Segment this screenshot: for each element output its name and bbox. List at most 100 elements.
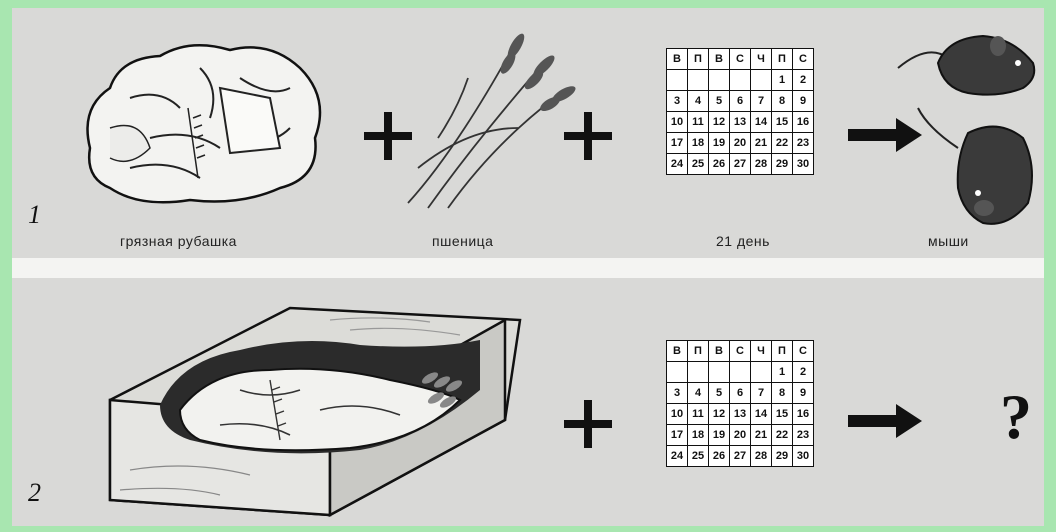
shirt-icon (70, 28, 340, 208)
calendar-weekday: В (709, 49, 730, 70)
calendar-day (751, 362, 772, 383)
calendar-weekday: В (667, 341, 688, 362)
calendar-day: 19 (709, 425, 730, 446)
calendar-day: 10 (667, 404, 688, 425)
calendar-day: 6 (730, 383, 751, 404)
calendar-day: 20 (730, 425, 751, 446)
calendar-day: 14 (751, 404, 772, 425)
calendar-day: 12 (709, 112, 730, 133)
plus-icon (562, 110, 614, 162)
calendar-day: 8 (772, 91, 793, 112)
calendar-day: 22 (772, 133, 793, 154)
calendar-weekday: Ч (751, 341, 772, 362)
calendar-day: 22 (772, 425, 793, 446)
calendar-weekday: П (772, 49, 793, 70)
calendar-weekday: П (688, 341, 709, 362)
calendar-day: 28 (751, 446, 772, 467)
calendar-weekday: Ч (751, 49, 772, 70)
calendar-day: 4 (688, 383, 709, 404)
calendar-day: 11 (688, 112, 709, 133)
calendar-day: 3 (667, 383, 688, 404)
calendar-day (751, 70, 772, 91)
plus-icon (562, 398, 614, 450)
calendar-day (667, 70, 688, 91)
calendar-day: 17 (667, 425, 688, 446)
calendar-day: 16 (793, 112, 814, 133)
calendar-weekday: П (688, 49, 709, 70)
calendar-weekday: С (793, 49, 814, 70)
calendar-day (709, 70, 730, 91)
calendar-day: 7 (751, 91, 772, 112)
caption-mice: мыши (928, 233, 969, 249)
arrow-right-icon (848, 404, 922, 438)
calendar-day (667, 362, 688, 383)
calendar-weekday: В (667, 49, 688, 70)
calendar-day: 1 (772, 70, 793, 91)
calendar-day (709, 362, 730, 383)
row-divider (12, 258, 1044, 278)
row-1-number: 1 (28, 200, 41, 230)
caption-wheat: пшеница (432, 233, 493, 249)
calendar-weekday: П (772, 341, 793, 362)
calendar-day: 23 (793, 133, 814, 154)
calendar-day: 29 (772, 154, 793, 175)
calendar-day: 25 (688, 446, 709, 467)
calendar-day: 6 (730, 91, 751, 112)
calendar-day: 5 (709, 383, 730, 404)
calendar-day: 17 (667, 133, 688, 154)
calendar-day: 23 (793, 425, 814, 446)
mice-icon (888, 18, 1048, 238)
calendar-day: 19 (709, 133, 730, 154)
calendar-day: 8 (772, 383, 793, 404)
calendar-day: 21 (751, 133, 772, 154)
calendar-day: 12 (709, 404, 730, 425)
calendar-day: 24 (667, 154, 688, 175)
calendar-day: 30 (793, 446, 814, 467)
calendar-weekday: С (730, 341, 751, 362)
box-icon (100, 300, 520, 520)
calendar-day (730, 70, 751, 91)
calendar-day: 26 (709, 154, 730, 175)
calendar-day: 21 (751, 425, 772, 446)
calendar-day (730, 362, 751, 383)
calendar-day: 14 (751, 112, 772, 133)
calendar-day: 18 (688, 425, 709, 446)
calendar-day: 28 (751, 154, 772, 175)
wheat-icon (398, 18, 578, 218)
calendar-day: 7 (751, 383, 772, 404)
calendar-weekday: С (793, 341, 814, 362)
unknown-result: ? (1000, 380, 1032, 454)
calendar-day: 4 (688, 91, 709, 112)
calendar-day: 9 (793, 383, 814, 404)
calendar-day (688, 70, 709, 91)
calendar-day: 29 (772, 446, 793, 467)
calendar-week-row: 10111213141516 (667, 112, 814, 133)
row-2-number: 2 (28, 478, 41, 508)
calendar-day: 15 (772, 112, 793, 133)
calendar-day: 11 (688, 404, 709, 425)
calendar-weekday: С (730, 49, 751, 70)
calendar-day: 30 (793, 154, 814, 175)
calendar-day: 27 (730, 154, 751, 175)
calendar-day (688, 362, 709, 383)
calendar-day: 27 (730, 446, 751, 467)
calendar-day: 9 (793, 91, 814, 112)
calendar-day: 3 (667, 91, 688, 112)
calendar-day: 15 (772, 404, 793, 425)
calendar-day: 18 (688, 133, 709, 154)
calendar-day: 24 (667, 446, 688, 467)
calendar-day: 1 (772, 362, 793, 383)
caption-dirty-shirt: грязная рубашка (120, 233, 237, 249)
calendar-day: 26 (709, 446, 730, 467)
